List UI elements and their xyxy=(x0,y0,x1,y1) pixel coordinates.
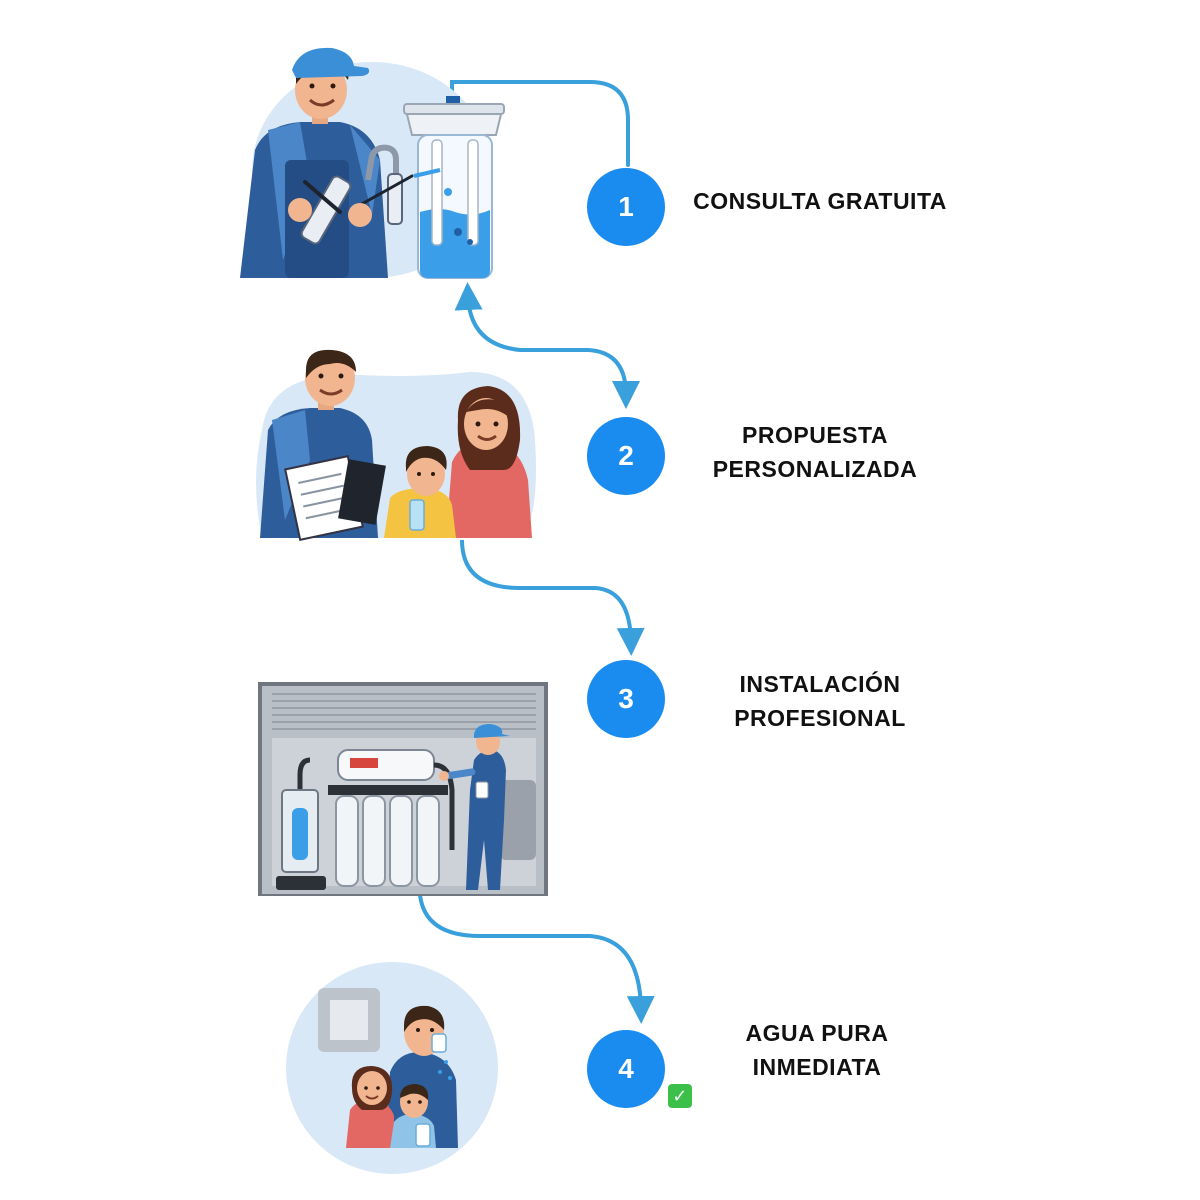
connector-2-3 xyxy=(460,539,645,656)
step-4-line-2-wrap: INMEDIATA ✓ xyxy=(667,1050,967,1108)
step-3-line-1: INSTALACIÓN xyxy=(739,671,901,697)
step-3-label: INSTALACIÓN PROFESIONAL xyxy=(670,667,970,735)
step-2-label: PROPUESTA PERSONALIZADA xyxy=(665,418,965,486)
step-1-label: CONSULTA GRATUITA xyxy=(670,184,970,218)
step-3-badge: 3 xyxy=(587,660,665,738)
illustration-technician-testing xyxy=(240,47,505,279)
step-1-badge: 1 xyxy=(587,168,665,246)
step-2-badge: 2 xyxy=(587,417,665,495)
step-4-label: AGUA PURA INMEDIATA ✓ xyxy=(667,1016,967,1108)
connector-3-4 xyxy=(418,894,655,1024)
connector-1-2 xyxy=(454,282,640,409)
step-1-line-1: CONSULTA GRATUITA xyxy=(693,188,947,214)
illustration-installation xyxy=(258,682,548,896)
step-2-line-2: PERSONALIZADA xyxy=(712,456,918,482)
step-4-number: 4 xyxy=(618,1053,634,1084)
connector-1 xyxy=(450,80,630,167)
step-2-line-1: PROPUESTA xyxy=(742,422,888,448)
step-3-number: 3 xyxy=(618,683,634,714)
step-1-number: 1 xyxy=(618,191,634,222)
illustration-proposal-family xyxy=(256,349,536,542)
step-4-badge: 4 xyxy=(587,1030,665,1108)
step-4-line-2: INMEDIATA xyxy=(752,1054,882,1080)
step-2-number: 2 xyxy=(618,440,634,471)
illustration-family-water xyxy=(286,962,498,1174)
step-4-line-1: AGUA PURA xyxy=(745,1020,889,1046)
check-mark-icon: ✓ xyxy=(668,1084,692,1108)
step-3-line-2: PROFESIONAL xyxy=(734,705,906,731)
